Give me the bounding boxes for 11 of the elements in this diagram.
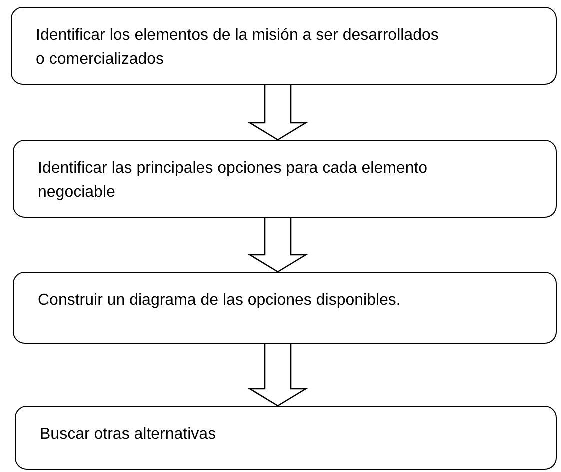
block-arrow — [248, 343, 308, 407]
step-text: Identificar las principales opciones para cada elemento negociable — [38, 159, 429, 203]
block-arrow — [248, 217, 308, 273]
process-box — [11, 7, 557, 85]
step-text: Construir un diagrama de las opciones disponibles. — [38, 291, 402, 311]
process-box — [13, 272, 557, 344]
step-text: Buscar otras alternativas — [40, 425, 218, 445]
process-box — [15, 406, 557, 470]
process-box — [13, 140, 557, 218]
step-text: Identificar los elementos de la misión a ser desarrollados o comercializados — [36, 26, 440, 70]
block-arrow — [248, 84, 308, 141]
